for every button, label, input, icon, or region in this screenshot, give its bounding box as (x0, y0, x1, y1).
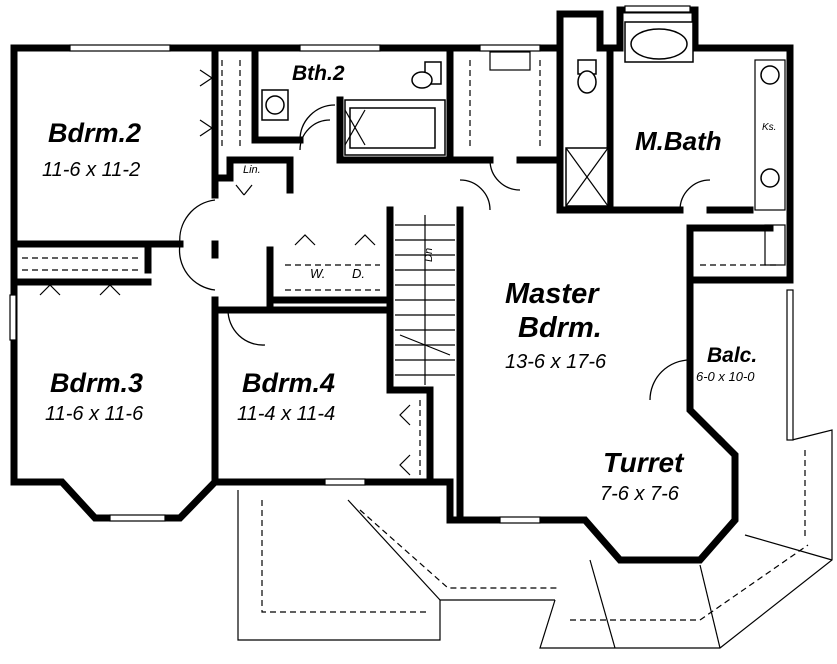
turret-name: Turret (603, 447, 685, 478)
bdrm3-name: Bdrm.3 (50, 368, 143, 398)
washer-label: W. (310, 266, 325, 281)
walls (10, 6, 794, 564)
mbath-name: M.Bath (635, 126, 722, 156)
bdrm2-name: Bdrm.2 (48, 118, 141, 148)
lower-roof-outline (237, 429, 833, 649)
bth2-name: Bth.2 (292, 62, 345, 85)
bdrm4-dims: 11-4 x 11-4 (237, 403, 335, 425)
doors (178, 104, 711, 401)
bdrm2-dims: 11-6 x 11-2 (42, 159, 140, 181)
closets (22, 51, 541, 476)
linen-label: Lin. (243, 164, 261, 176)
turret-dims: 7-6 x 7-6 (600, 483, 680, 505)
master-dims: 13-6 x 17-6 (505, 351, 607, 373)
bdrm4-name: Bdrm.4 (242, 368, 335, 398)
dryer-label: D. (352, 266, 365, 281)
windows (9, 5, 794, 524)
master-name-line1: Master (505, 278, 600, 310)
master-name-line2: Bdrm. (518, 312, 602, 344)
balc-dims: 6-0 x 10-0 (696, 369, 755, 384)
down-label: Dn (423, 248, 435, 262)
bath-fixtures (261, 21, 786, 266)
ks-label: Ks. (762, 122, 776, 133)
bdrm3-dims: 11-6 x 11-6 (45, 403, 144, 425)
balc-name: Balc. (707, 344, 757, 367)
stairs (395, 215, 455, 385)
labels: Bdrm.2 11-6 x 11-2 Bth.2 M.Bath Bdrm.3 1… (42, 62, 776, 505)
